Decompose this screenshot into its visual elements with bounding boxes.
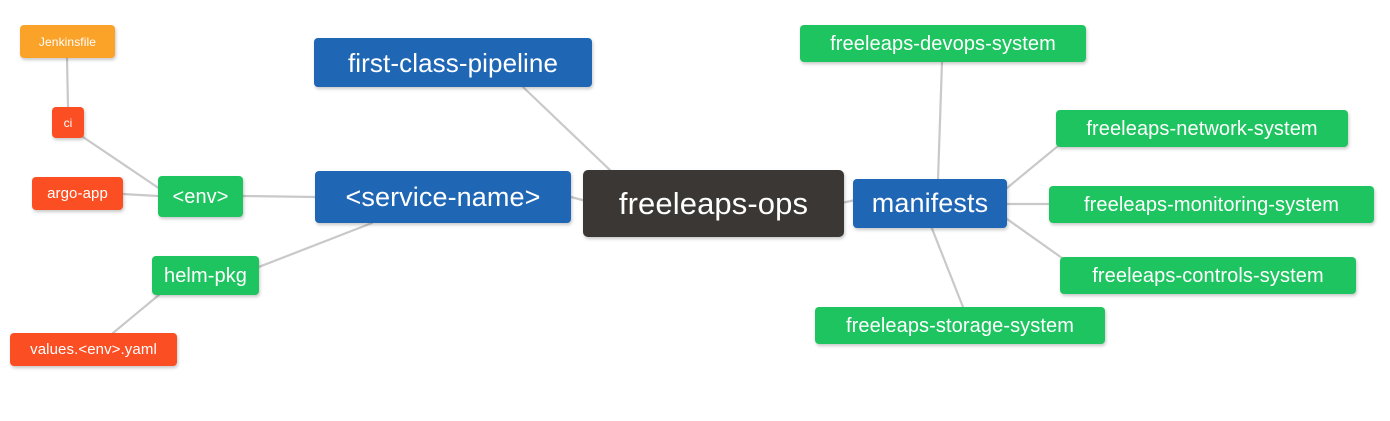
edge-env-argo-app xyxy=(121,192,160,198)
edge-manifests-devops-system xyxy=(936,60,944,182)
node-label: manifests xyxy=(871,188,989,218)
node-label: freeleaps-controls-system xyxy=(1092,264,1324,287)
node-first-class-pipeline[interactable]: first-class-pipeline xyxy=(314,38,592,87)
node-label: Jenkinsfile xyxy=(38,34,97,49)
edge-root-first-class-pipeline xyxy=(521,85,614,174)
node-manifests[interactable]: manifests xyxy=(853,179,1007,228)
node-network-system[interactable]: freeleaps-network-system xyxy=(1056,110,1348,147)
edge-manifests-controls-system xyxy=(1005,217,1064,260)
node-label: <service-name> xyxy=(345,181,541,212)
node-label: freeleaps-monitoring-system xyxy=(1083,193,1339,216)
node-root-freeleaps-ops[interactable]: freeleaps-ops xyxy=(583,170,844,237)
node-label: values.<env>.yaml xyxy=(30,341,157,358)
node-monitoring-system[interactable]: freeleaps-monitoring-system xyxy=(1049,186,1374,223)
edge-ci-jenkinsfile xyxy=(65,56,70,109)
node-storage-system[interactable]: freeleaps-storage-system xyxy=(815,307,1105,344)
node-helm-pkg[interactable]: helm-pkg xyxy=(152,256,259,295)
edge-manifests-network-system xyxy=(1005,144,1060,190)
node-controls-system[interactable]: freeleaps-controls-system xyxy=(1060,257,1356,294)
node-label: <env> xyxy=(172,185,229,208)
node-env[interactable]: <env> xyxy=(158,176,243,217)
node-label: argo-app xyxy=(47,185,108,202)
node-jenkinsfile[interactable]: Jenkinsfile xyxy=(20,25,115,58)
node-devops-system[interactable]: freeleaps-devops-system xyxy=(800,25,1086,62)
edge-service-name-env xyxy=(241,194,317,199)
node-label: first-class-pipeline xyxy=(347,47,559,78)
node-label: helm-pkg xyxy=(163,264,248,287)
node-service-name[interactable]: <service-name> xyxy=(315,171,571,223)
edge-manifests-storage-system xyxy=(929,224,965,309)
node-argo-app[interactable]: argo-app xyxy=(32,177,123,210)
node-label: freeleaps-storage-system xyxy=(845,314,1075,337)
node-label: freeleaps-ops xyxy=(618,186,809,221)
node-ci[interactable]: ci xyxy=(52,107,84,138)
node-values-yaml[interactable]: values.<env>.yaml xyxy=(10,333,177,366)
edge-helm-pkg-values-yaml xyxy=(111,292,162,335)
node-label: ci xyxy=(63,115,73,130)
node-label: freeleaps-network-system xyxy=(1086,117,1318,140)
node-label: freeleaps-devops-system xyxy=(830,32,1056,55)
